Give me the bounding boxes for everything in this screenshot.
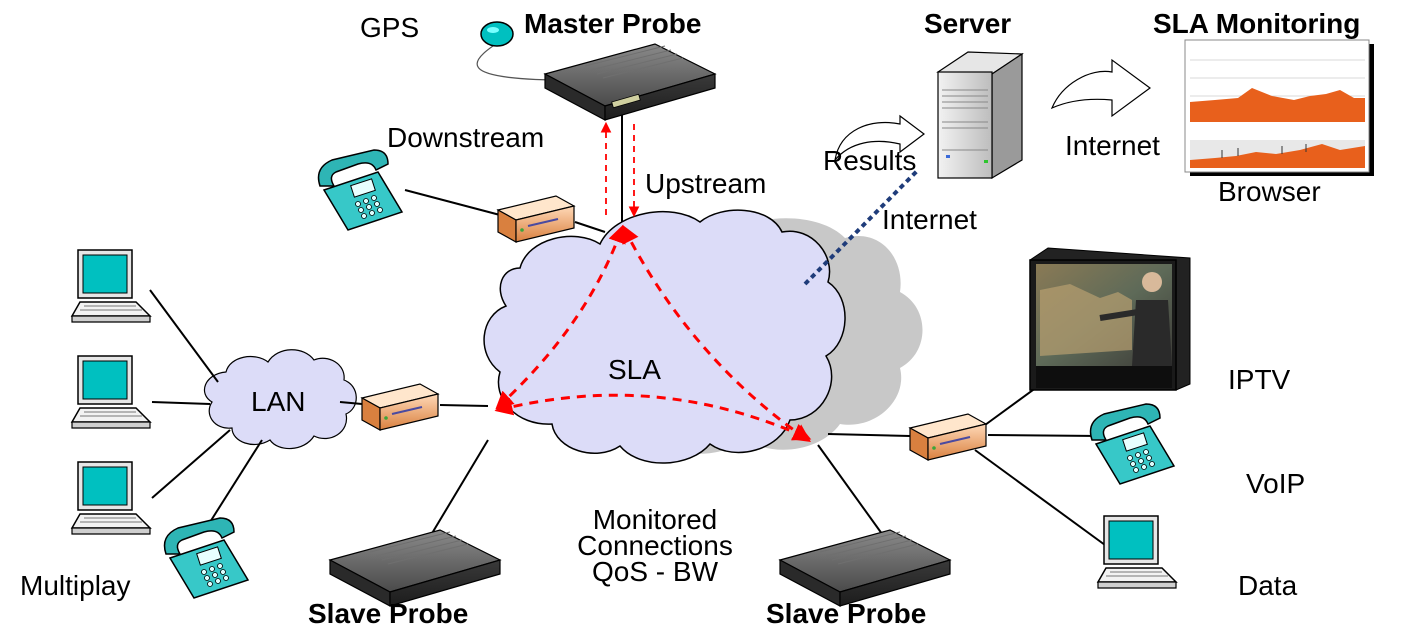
- lan-label: LAN: [251, 386, 306, 417]
- modem-router-icon: [909, 413, 987, 461]
- desktop-computer-icon: [71, 355, 151, 429]
- multiplay-label: Multiplay: [20, 570, 131, 601]
- desktop-computer-icon: [71, 461, 151, 535]
- curved-arrow-icon: [834, 58, 1152, 163]
- downstream-label: Downstream: [387, 122, 545, 153]
- server-label: Server: [924, 8, 1012, 39]
- upstream-label: Upstream: [645, 168, 767, 199]
- voip-label: VoIP: [1246, 468, 1306, 499]
- master-probe-icon: [544, 43, 716, 121]
- modem-router-icon: [497, 195, 575, 243]
- monitored-line-3: QoS - BW: [591, 556, 718, 587]
- desk-phone-icon: [163, 517, 249, 599]
- slave-probe-left-label: Slave Probe: [308, 598, 469, 629]
- data-label: Data: [1238, 570, 1298, 601]
- desktop-computer-icon: [71, 249, 151, 323]
- results-label: Results: [823, 145, 917, 176]
- connection-lines: [149, 92, 1106, 546]
- monitored-line-1: Monitored: [592, 504, 718, 535]
- slave-probe-right-label: Slave Probe: [766, 598, 927, 629]
- monitored-line-2: Connections: [577, 530, 733, 561]
- desktop-computer-icon: [1097, 515, 1177, 589]
- master-probe-label: Master Probe: [524, 8, 702, 39]
- browser-chart-icon: [1184, 39, 1374, 176]
- up-down-arrows: [600, 121, 640, 218]
- desk-phone-icon: [317, 149, 403, 231]
- lan-cloud: [203, 349, 357, 450]
- desk-phone-icon: [1089, 403, 1175, 485]
- slave-probe-left-icon: [329, 529, 501, 607]
- internet-link-label: Internet: [882, 204, 977, 235]
- browser-label: Browser: [1218, 176, 1321, 207]
- modem-router-icon: [361, 383, 439, 431]
- server-tower-icon: [936, 51, 1024, 180]
- internet-top-label: Internet: [1065, 130, 1160, 161]
- sla-label: SLA: [608, 354, 661, 385]
- tv-screen-icon: [1029, 247, 1191, 391]
- gps-antenna-icon: [480, 21, 514, 47]
- sla-monitoring-label: SLA Monitoring: [1153, 8, 1361, 39]
- sla-arrows: [494, 224, 812, 443]
- slave-probe-right-icon: [779, 529, 951, 607]
- iptv-label: IPTV: [1228, 364, 1291, 395]
- gps-label: GPS: [360, 12, 420, 43]
